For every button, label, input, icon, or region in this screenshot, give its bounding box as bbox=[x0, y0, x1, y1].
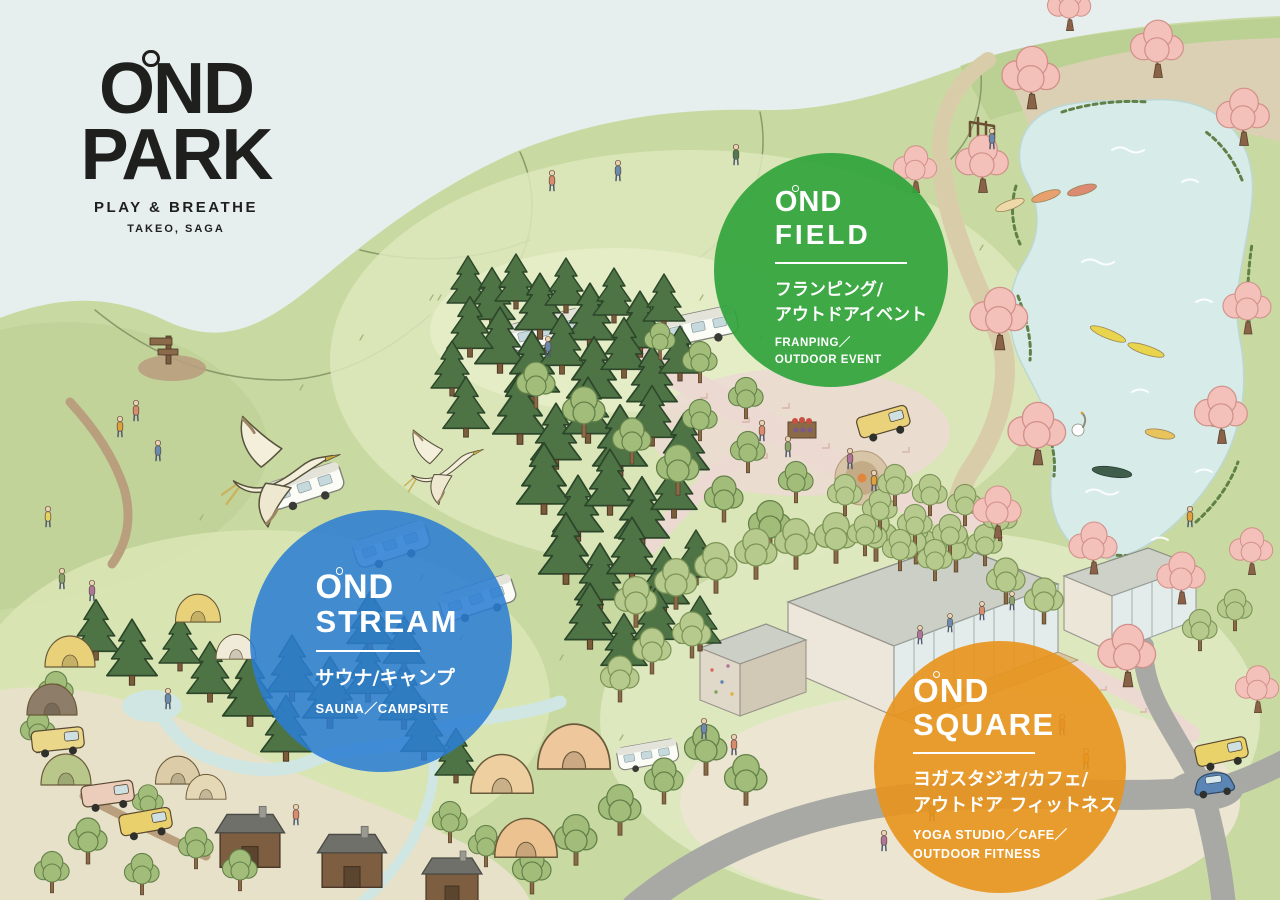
lake bbox=[968, 98, 1254, 559]
stream-en-description: SAUNA／CAMPSITE bbox=[315, 701, 449, 717]
square-jp-description: ヨガスタジオ/カフェ/ アウトドア フィットネス bbox=[913, 769, 1117, 817]
canoe bbox=[1091, 465, 1133, 479]
logo-tagline: PLAY & BREATHE bbox=[94, 199, 258, 217]
logo-location: TAKEO, SAGA bbox=[127, 223, 225, 236]
square-divider bbox=[913, 752, 1036, 755]
degree-ring-icon bbox=[932, 670, 941, 679]
degree-ring-icon bbox=[335, 567, 344, 575]
signpost bbox=[149, 335, 179, 365]
degree-ring-icon bbox=[142, 49, 160, 68]
fitness-station bbox=[968, 116, 996, 140]
degree-ring-icon bbox=[792, 185, 799, 193]
square-circle bbox=[874, 641, 1126, 893]
field-jp-description: フランピング/ アウトドアイベント bbox=[774, 280, 927, 326]
field-divider bbox=[774, 262, 907, 265]
kayak bbox=[1127, 342, 1165, 358]
swan bbox=[1071, 411, 1087, 437]
stream-name: STREAM bbox=[315, 604, 459, 640]
stream-circle bbox=[250, 510, 512, 772]
market-stall bbox=[787, 417, 817, 439]
logo-word-park: PARK bbox=[80, 115, 274, 196]
field-en-description: FRANPING／ OUTDOOR EVENT bbox=[774, 336, 882, 367]
square-name: SQUARE bbox=[913, 706, 1055, 742]
paddle-boards bbox=[993, 181, 1231, 479]
climbing-gym bbox=[698, 623, 808, 717]
stream-divider bbox=[315, 649, 420, 652]
stream-jp-description: サウナ/キャンプ bbox=[315, 666, 455, 689]
kayak bbox=[1089, 325, 1127, 343]
field-name: FIELD bbox=[774, 219, 871, 251]
square-en-description: YOGA STUDIO／CAFE／ OUTDOOR FITNESS bbox=[913, 828, 1068, 862]
field-circle bbox=[714, 153, 948, 387]
